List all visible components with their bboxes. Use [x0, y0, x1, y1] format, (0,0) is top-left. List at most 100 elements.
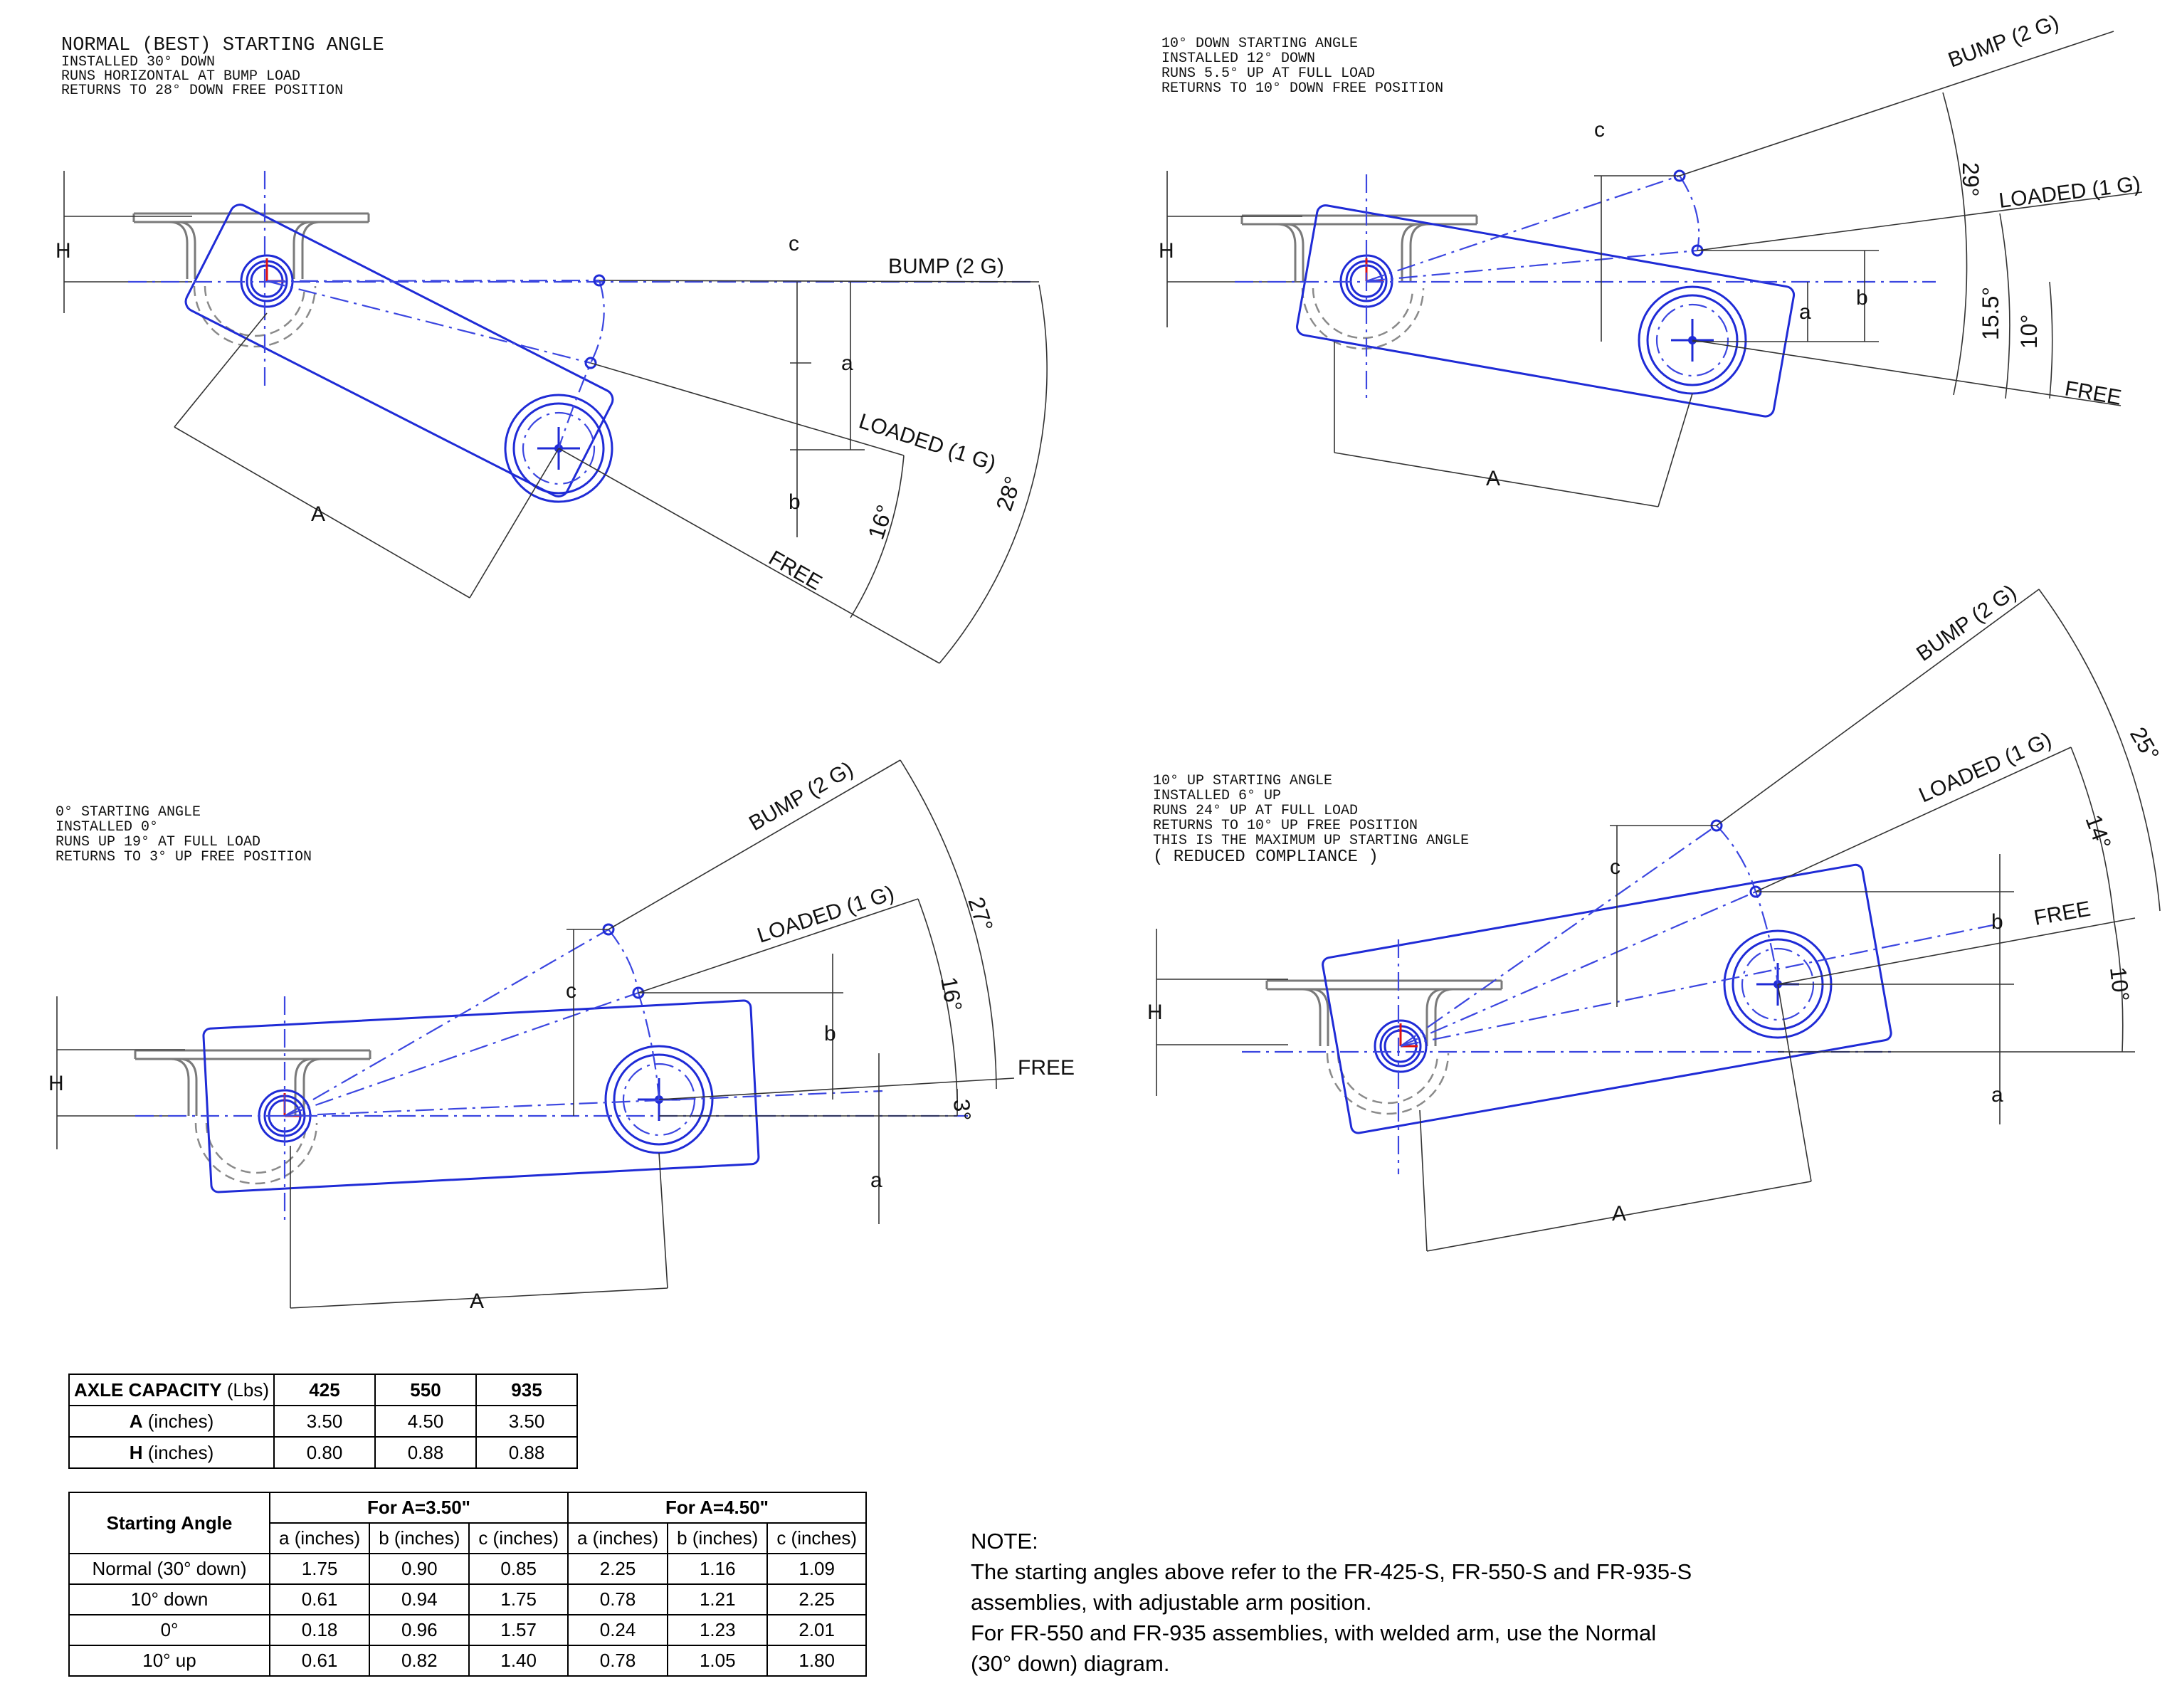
table-cell: 0.78: [566, 1583, 669, 1615]
table-header-cell: Starting Angle: [68, 1492, 270, 1554]
diagram-0-bump: BUMP (2 G): [745, 757, 857, 835]
diagram-normal-line-3: RETURNS TO 28° DOWN FREE POSITION: [61, 83, 343, 99]
table-group-header: For A=3.50": [269, 1492, 569, 1524]
diagram-normal-line-1: INSTALLED 30° DOWN: [61, 54, 215, 70]
diagram-10-up-angle-25: 25°: [2125, 723, 2164, 766]
table-cell: 0.85: [468, 1553, 569, 1585]
diagram-0-line-1: 0° STARTING ANGLE: [56, 804, 201, 821]
diagram-10-up-free: FREE: [2032, 897, 2092, 930]
table-row: A (inches) 3.50 4.50 3.50: [68, 1405, 578, 1438]
table-row: Normal (30° down) 1.75 0.90 0.85 2.25 1.…: [68, 1553, 867, 1585]
table-cell: 1.05: [667, 1645, 769, 1677]
diagram-normal-line-2: RUNS HORIZONTAL AT BUMP LOAD: [61, 68, 300, 85]
diagram-10-down-line-3: RUNS 5.5° UP AT FULL LOAD: [1161, 65, 1375, 82]
table-row-label: H (inches): [68, 1436, 275, 1469]
table-cell: 1.21: [667, 1583, 769, 1615]
table-cell: 0.88: [475, 1436, 578, 1469]
diagram-0-line-4: RETURNS TO 3° UP FREE POSITION: [56, 849, 312, 865]
diagram-10-down-line-1: 10° DOWN STARTING ANGLE: [1161, 36, 1358, 52]
diagram-normal-bump: BUMP (2 G): [888, 255, 1004, 278]
table-cell: 1.09: [766, 1553, 867, 1585]
diagram-10-down-loaded: LOADED (1 G): [1998, 172, 2142, 213]
diagram-normal-c: c: [789, 232, 799, 255]
diagram-0-a: a: [870, 1169, 882, 1192]
table-row-label: 10° down: [68, 1583, 270, 1615]
diagram-10-up-line-1: 10° UP STARTING ANGLE: [1153, 773, 1332, 789]
diagram-0-A: A: [470, 1290, 484, 1313]
diagram-normal-loaded: LOADED (1 G): [856, 409, 998, 475]
diagram-normal-b: b: [789, 490, 801, 514]
table-cell: 4.50: [374, 1405, 477, 1438]
diagram-0-b: b: [824, 1022, 836, 1045]
diagram-10-down-angle-10: 10°: [2016, 315, 2042, 349]
diagram-10-up-angle-14: 14°: [2080, 811, 2116, 853]
diagram-10-up-line-2: INSTALLED 6° UP: [1153, 788, 1281, 804]
table-cell: 3.50: [273, 1405, 376, 1438]
table-cell: 2.25: [766, 1583, 867, 1615]
table-cell: 0.96: [369, 1614, 470, 1646]
table-row-label: A (inches): [68, 1405, 275, 1438]
note-line: The starting angles above refer to the F…: [971, 1559, 1692, 1584]
note: NOTE: The starting angles above refer to…: [971, 1526, 1825, 1679]
note-heading: NOTE:: [971, 1529, 1038, 1554]
diagram-normal-title: NORMAL (BEST) STARTING ANGLE: [61, 35, 384, 56]
table-header-cell: 935: [475, 1374, 578, 1406]
table-row-label: 0°: [68, 1614, 270, 1646]
table-header-cell: b (inches): [667, 1522, 769, 1554]
diagram-normal-a: a: [841, 352, 853, 375]
table-row: 10° up 0.61 0.82 1.40 0.78 1.05 1.80: [68, 1645, 867, 1677]
table-cell: 1.40: [468, 1645, 569, 1677]
table-header-cell: c (inches): [468, 1522, 569, 1554]
table-cell: 0.90: [369, 1553, 470, 1585]
diagram-0-c: c: [566, 979, 576, 1003]
diagram-normal-H: H: [56, 239, 71, 263]
diagram-0: 0° STARTING ANGLE INSTALLED 0° RUNS UP 1…: [48, 757, 1075, 1313]
table-cell: 0.61: [268, 1583, 371, 1615]
note-line: assemblies, with adjustable arm position…: [971, 1590, 1372, 1615]
diagram-10-up-loaded: LOADED (1 G): [1915, 728, 2055, 808]
table-cell: 0.24: [566, 1614, 669, 1646]
diagram-10-down-A: A: [1486, 467, 1500, 490]
table-cell: 1.16: [667, 1553, 769, 1585]
diagram-10-down-line-4: RETURNS TO 10° DOWN FREE POSITION: [1161, 80, 1443, 97]
table-cell: 0.94: [369, 1583, 470, 1615]
table-cell: 1.75: [268, 1553, 371, 1585]
table-row: AXLE CAPACITY (Lbs) 425 550 935: [68, 1374, 578, 1406]
table-cell: 0.18: [268, 1614, 371, 1646]
table-cell: 0.61: [268, 1645, 371, 1677]
table-cell: 0.80: [273, 1436, 376, 1469]
diagram-10-down-free: FREE: [2063, 376, 2124, 409]
diagram-10-up-A: A: [1612, 1202, 1626, 1225]
diagram-10-down-line-2: INSTALLED 12° DOWN: [1161, 51, 1315, 67]
starting-angle-table: Starting Angle For A=3.50" For A=4.50" a…: [68, 1492, 868, 1677]
table-header-cell: c (inches): [766, 1522, 867, 1554]
table-header-cell: a (inches): [268, 1522, 371, 1554]
diagram-10-down-a: a: [1799, 300, 1811, 324]
table-header-cell: 550: [374, 1374, 477, 1406]
diagram-0-H: H: [48, 1072, 64, 1095]
diagram-10-up-b: b: [1991, 910, 2003, 934]
diagram-0-angle-16: 16°: [936, 975, 967, 1013]
table-row-label: Normal (30° down): [68, 1553, 270, 1585]
diagram-0-line-2: INSTALLED 0°: [56, 819, 158, 835]
diagram-10-up-H: H: [1147, 1001, 1163, 1024]
diagram-0-line-3: RUNS UP 19° AT FULL LOAD: [56, 834, 260, 850]
axle-capacity-table: AXLE CAPACITY (Lbs) 425 550 935 A (inche…: [68, 1374, 578, 1469]
diagram-10-up-line-3: RUNS 24° UP AT FULL LOAD: [1153, 803, 1358, 819]
table-row: 10° down 0.61 0.94 1.75 0.78 1.21 2.25: [68, 1583, 867, 1615]
diagram-0-angle-3: 3°: [949, 1098, 976, 1122]
table-cell: 2.01: [766, 1614, 867, 1646]
note-line: For FR-550 and FR-935 assemblies, with w…: [971, 1620, 1657, 1645]
diagram-normal: NORMAL (BEST) STARTING ANGLE INSTALLED 3…: [56, 35, 1048, 664]
table-cell: 2.25: [566, 1553, 669, 1585]
diagram-10-up-bump: BUMP (2 G): [1912, 580, 2020, 665]
diagram-normal-angle-16: 16°: [863, 502, 897, 542]
table-header-cell: AXLE CAPACITY (Lbs): [68, 1374, 275, 1406]
diagram-10-up-line-6: ( REDUCED COMPLIANCE ): [1153, 848, 1379, 867]
diagram-10-down-H: H: [1159, 239, 1174, 263]
diagram-0-free: FREE: [1018, 1056, 1075, 1080]
table-cell: 1.23: [667, 1614, 769, 1646]
diagram-10-up-line-5: THIS IS THE MAXIMUM UP STARTING ANGLE: [1153, 833, 1469, 849]
diagram-10-up-angle-10: 10°: [2105, 966, 2134, 1003]
